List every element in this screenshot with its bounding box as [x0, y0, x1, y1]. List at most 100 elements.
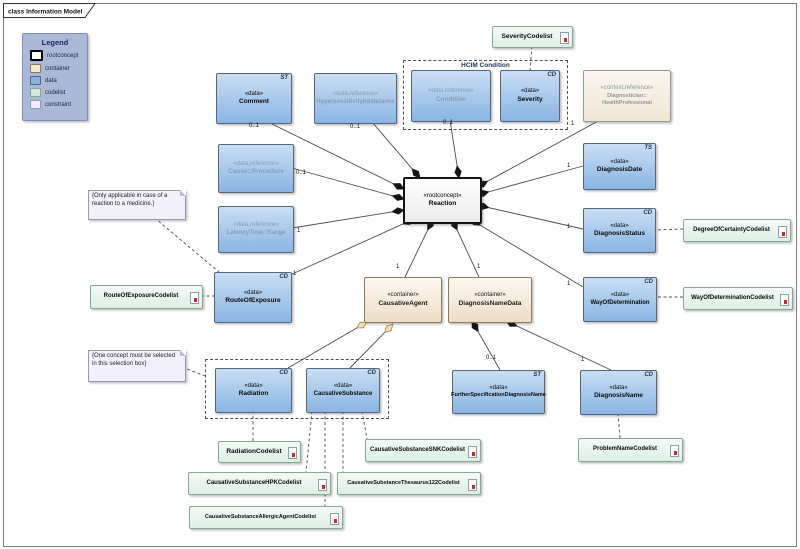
multiplicity-label: 0..1	[296, 170, 307, 176]
stereotype-label: «data,reference»	[332, 91, 379, 97]
stereotype-label: «data,reference»	[428, 88, 474, 95]
diagram-title: class Information Model	[8, 9, 83, 16]
multiplicity-label: 0..1	[443, 120, 454, 126]
node-comment[interactable]: ST «data»Comment	[216, 73, 292, 124]
node-radiation[interactable]: CD«data»Radiation	[215, 368, 292, 413]
stereotype-label: «rootconcept»	[423, 192, 462, 199]
legend-item-container: container	[30, 64, 87, 73]
node-name-label: CausativeSubstance	[313, 390, 373, 397]
type-corner-label: CD	[643, 210, 652, 216]
stereotype-label: «data,reference»	[233, 160, 279, 167]
node-route-of-exposure-codelist[interactable]: RouteOfExposureCodelist	[90, 285, 203, 309]
document-icon	[468, 478, 477, 491]
node-name-label: HypersensitivityIntolerance	[316, 98, 395, 105]
node-latency-time-range[interactable]: «data,reference»LatencyTime::Range	[218, 206, 294, 253]
legend-swatch-data	[30, 76, 41, 85]
node-causative-substance[interactable]: CD«data»CausativeSubstance	[306, 368, 380, 413]
stereotype-label: «data,reference»	[233, 222, 279, 228]
multiplicity-label: 1	[396, 264, 400, 270]
type-corner-label: CD	[644, 372, 653, 378]
document-icon	[780, 293, 789, 306]
node-way-of-determination-codelist[interactable]: WayOfDeterminationCodelist	[683, 287, 793, 310]
node-name-label: DiagnosisNameData	[458, 299, 522, 307]
node-diagnosis-name-data[interactable]: «container»DiagnosisNameData	[448, 277, 532, 323]
node-way-of-determination[interactable]: CD«data»WayOfDetermination	[583, 277, 657, 322]
document-icon	[670, 445, 679, 457]
group-hcim-condition-label: HCIM Condition	[461, 62, 510, 69]
node-name-label: CausativeAgent	[378, 299, 428, 307]
legend-item-rootconcept: rootconcept	[30, 50, 87, 61]
node-severity-codelist[interactable]: SeverityCodelist	[492, 26, 573, 48]
multiplicity-label: 1	[293, 271, 297, 277]
node-name-label: DegreeOfCertaintyCodelist	[693, 226, 770, 233]
node-name-label: CausativeSubstanceSNKCodelist	[369, 446, 466, 453]
document-icon	[560, 32, 569, 44]
node-route-of-exposure[interactable]: CD«data»RouteOfExposure	[214, 272, 292, 323]
legend-label: constraint	[45, 101, 72, 108]
note-medicine-only[interactable]: {Only applicable in case of a reaction t…	[88, 190, 186, 220]
node-causative-substance-hpk-codelist[interactable]: CausativeSubstanceHPKCodelist	[188, 472, 331, 495]
legend-item-codelist: codelist	[30, 88, 87, 97]
node-health-professional[interactable]: «context,reference»Diagnostician:: Healt…	[583, 70, 671, 122]
node-name-label: DiagnosisDate	[596, 166, 643, 174]
legend-panel: Legend rootconcept container data codelist c…	[22, 33, 88, 121]
node-severity[interactable]: CD«data»Severity	[500, 70, 560, 122]
node-further-specification-diagnosis-name[interactable]: ST«data»FurtherSpecificationDiagnosisNam…	[451, 370, 546, 414]
node-name-label: Reaction	[428, 200, 457, 208]
node-degree-of-certainty-codelist[interactable]: DegreeOfCertaintyCodelist	[683, 219, 791, 242]
stereotype-label: «data»	[244, 90, 264, 97]
node-name-label: RadiationCodelist	[226, 447, 282, 455]
legend-item-data: data	[30, 76, 87, 85]
stereotype-label: «data»	[610, 292, 630, 298]
node-name-label: RouteOfExposure	[225, 297, 281, 305]
node-diagnosis-name[interactable]: CD«data»DiagnosisName	[580, 370, 657, 415]
node-cause-procedure[interactable]: «data,reference»Cause::Procedure	[218, 144, 294, 193]
stereotype-label: «data»	[244, 382, 263, 389]
node-reaction[interactable]: «rootconcept»Reaction	[403, 177, 482, 224]
type-corner-label: TS	[644, 145, 652, 151]
node-diagnosis-date[interactable]: TS «data»DiagnosisDate	[583, 143, 656, 190]
multiplicity-label: 1	[581, 357, 585, 363]
node-name-label: DiagnosisName	[594, 392, 643, 400]
note-one-concept[interactable]: {One concept must be selected in this se…	[88, 350, 186, 382]
node-name-label: CausativeSubstanceThesaurus122Codelist	[347, 480, 460, 487]
multiplicity-label: 1	[567, 163, 571, 169]
node-diagnosis-status[interactable]: CD«data»DiagnosisStatus	[583, 208, 656, 253]
document-icon	[330, 512, 339, 525]
node-causative-substance-thesaurus122-codelist[interactable]: CausativeSubstanceThesaurus122Codelist	[337, 472, 481, 495]
node-problem-name-codelist[interactable]: ProblemNameCodelist	[578, 438, 683, 462]
document-icon	[318, 478, 327, 491]
node-radiation-codelist[interactable]: RadiationCodelist	[218, 441, 301, 463]
node-name-label: Comment	[239, 98, 269, 106]
node-causative-substance-snk-codelist[interactable]: CausativeSubstanceSNKCodelist	[365, 439, 481, 462]
multiplicity-label: 1	[567, 281, 571, 287]
title-tab-shape	[3, 3, 96, 18]
node-name-label: WayOfDetermination	[590, 299, 650, 306]
legend-swatch-codelist	[30, 88, 41, 97]
multiplicity-label: 1	[297, 228, 301, 234]
stereotype-label: «data»	[489, 384, 508, 391]
legend-title: Legend	[41, 38, 69, 47]
node-causative-agent[interactable]: «container»CausativeAgent	[364, 277, 442, 323]
legend-item-constraint: constraint	[30, 100, 87, 109]
multiplicity-label: 1	[567, 224, 571, 230]
multiplicity-label: 1	[477, 264, 481, 270]
diagram-frame	[3, 3, 797, 547]
legend-label: rootconcept	[47, 52, 79, 59]
node-causative-substance-allergic-agent-codelist[interactable]: CausativeSubstanceAllergicAgentCodelist	[189, 506, 343, 529]
node-name-label: LatencyTime::Range	[226, 229, 286, 236]
type-corner-label: CD	[279, 370, 288, 376]
type-corner-label: ST	[533, 372, 541, 378]
node-condition[interactable]: «data,reference»Condition	[411, 70, 491, 122]
node-hypersensitivity-intolerance[interactable]: «data,reference»HypersensitivityIntolera…	[314, 73, 397, 124]
legend-swatch-rootconcept	[30, 50, 43, 61]
node-name-label: SeverityCodelist	[501, 32, 553, 40]
legend-items: rootconcept container data codelist constrai…	[23, 50, 87, 109]
stereotype-label: «data»	[610, 158, 629, 165]
stereotype-label: «data»	[610, 222, 629, 229]
node-name-label: ProblemNameCodelist	[592, 446, 658, 453]
node-name-label: CausativeSubstanceHPKCodelist	[206, 479, 302, 486]
multiplicity-label: 0..1	[486, 355, 497, 361]
type-corner-label: ST	[280, 75, 288, 81]
